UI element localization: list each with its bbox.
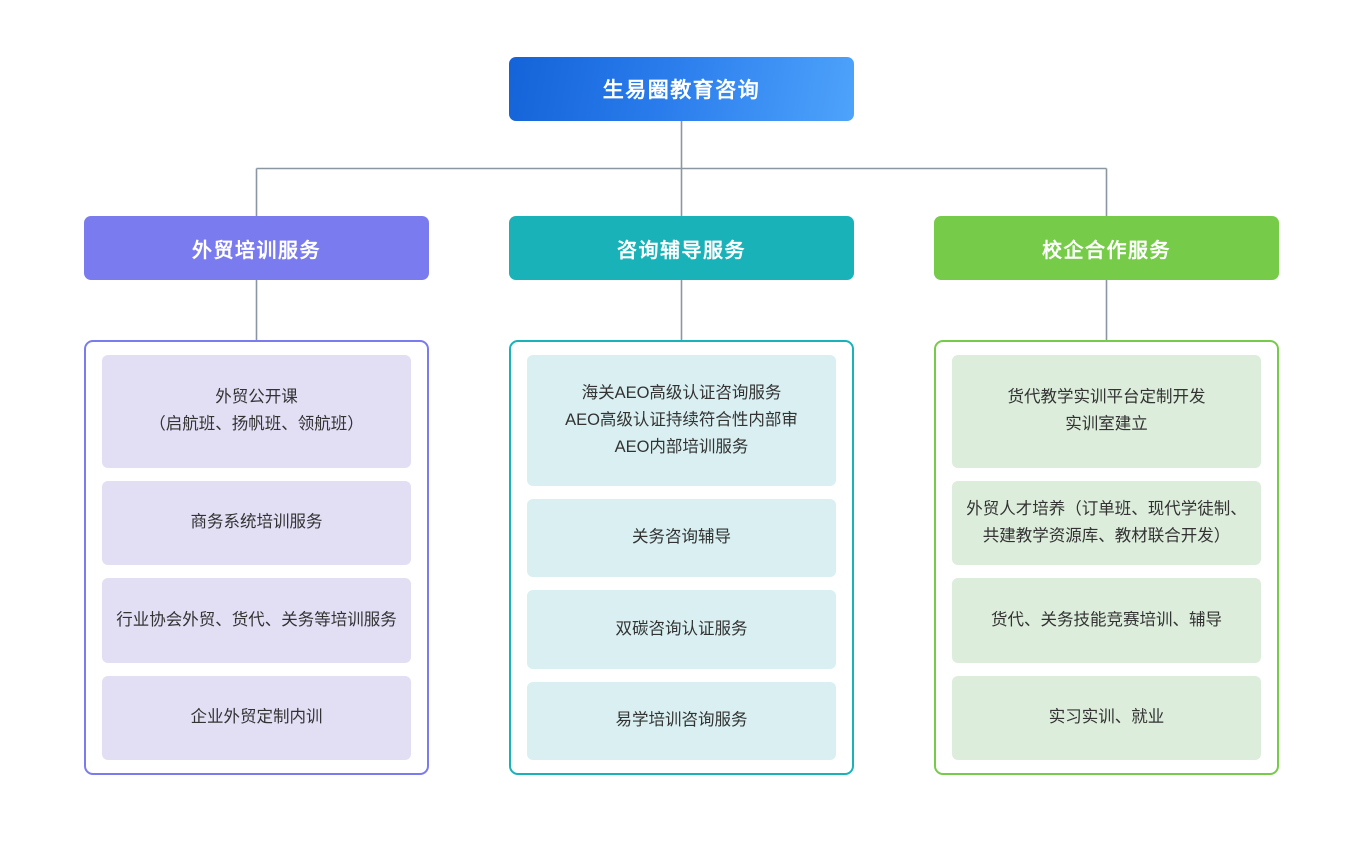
category-header-0[interactable]: 外贸培训服务 — [84, 216, 429, 280]
child-item-label: 货代教学实训平台定制开发 实训室建立 — [1007, 388, 1206, 434]
child-item[interactable]: 行业协会外贸、货代、关务等培训服务 — [102, 578, 411, 663]
category-header-2[interactable]: 校企合作服务 — [934, 216, 1279, 280]
child-item-label: 商务系统培训服务 — [190, 513, 323, 532]
child-container-1: 海关AEO高级认证咨询服务 AEO高级认证持续符合性内部审 AEO内部培训服务 … — [509, 340, 854, 775]
child-item[interactable]: 关务咨询辅导 — [527, 498, 836, 578]
child-item[interactable]: 双碳咨询认证服务 — [527, 590, 836, 669]
child-item-label: 易学培训咨询服务 — [615, 711, 748, 730]
child-item[interactable]: 海关AEO高级认证咨询服务 AEO高级认证持续符合性内部审 AEO内部培训服务 — [527, 355, 836, 486]
child-item-label: 实习实训、就业 — [1048, 708, 1165, 727]
child-item-label: 双碳咨询认证服务 — [615, 619, 748, 638]
child-item[interactable]: 货代、关务技能竞赛培训、辅导 — [952, 578, 1261, 663]
child-item-label: 外贸人才培养（订单班、现代学徒制、共建教学资源库、教材联合开发） — [966, 499, 1247, 545]
child-item-label: 关务咨询辅导 — [632, 528, 731, 547]
child-item-label: 海关AEO高级认证咨询服务 AEO高级认证持续符合性内部审 AEO内部培训服务 — [565, 383, 798, 456]
child-item[interactable]: 企业外贸定制内训 — [102, 675, 411, 760]
child-container-0: 外贸公开课 （启航班、扬帆班、领航班） 商务系统培训服务 行业协会外贸、货代、关… — [84, 340, 429, 775]
child-item-label: 企业外贸定制内训 — [190, 708, 323, 727]
child-item[interactable]: 外贸人才培养（订单班、现代学徒制、共建教学资源库、教材联合开发） — [952, 480, 1261, 566]
category-header-1[interactable]: 咨询辅导服务 — [509, 216, 854, 280]
category-header-label: 外贸培训服务 — [192, 239, 321, 262]
child-item-label: 货代、关务技能竞赛培训、辅导 — [991, 610, 1222, 629]
child-item[interactable]: 实习实训、就业 — [952, 675, 1261, 760]
child-item[interactable]: 易学培训咨询服务 — [527, 681, 836, 760]
child-item[interactable]: 外贸公开课 （启航班、扬帆班、领航班） — [102, 355, 411, 468]
category-header-label: 校企合作服务 — [1042, 239, 1171, 262]
child-item[interactable]: 商务系统培训服务 — [102, 480, 411, 566]
child-item-label: 外贸公开课 （启航班、扬帆班、领航班） — [149, 388, 364, 434]
child-container-2: 货代教学实训平台定制开发 实训室建立 外贸人才培养（订单班、现代学徒制、共建教学… — [934, 340, 1279, 775]
child-item[interactable]: 货代教学实训平台定制开发 实训室建立 — [952, 355, 1261, 468]
root-node[interactable]: 生易圈教育咨询 — [509, 57, 854, 121]
root-node-label: 生易圈教育咨询 — [602, 79, 761, 102]
child-item-label: 行业协会外贸、货代、关务等培训服务 — [116, 610, 397, 629]
category-header-label: 咨询辅导服务 — [617, 239, 746, 262]
